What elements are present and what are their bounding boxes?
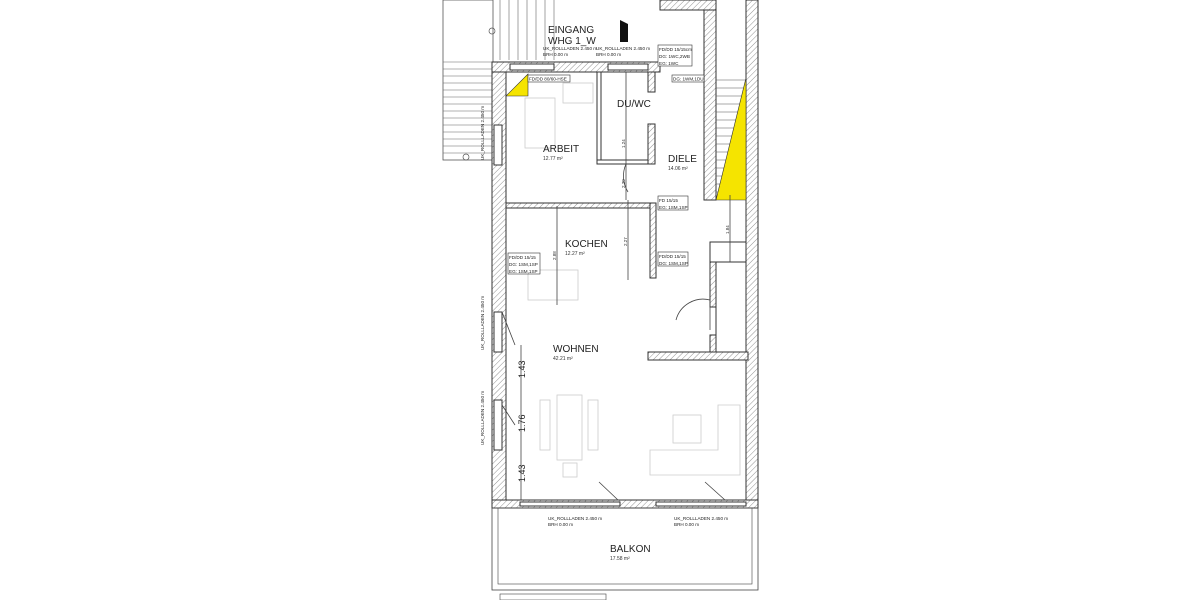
- dim-wc: 1.24: [621, 139, 626, 148]
- room-area-balkon: 17.58 m²: [610, 556, 630, 562]
- note-kr-1: FD/DD 15/15: [659, 254, 686, 259]
- dim-wohnen-2: 1.76: [517, 414, 527, 432]
- note-wc-1: FD/DD 15/15cm: [659, 47, 692, 52]
- dim-wohnen-1: 1.43: [517, 360, 527, 378]
- rollladen-brh-4: BRH 0.00 m: [674, 522, 699, 527]
- doors: [501, 163, 726, 501]
- rollladen-uk-1: UK_ROLLLADEN 2.450 m: [543, 46, 597, 51]
- rollladen-uk-7: UK_ROLLLADEN 2.450 m: [480, 391, 485, 445]
- furniture: [524, 82, 741, 478]
- room-area-kochen: 12.27 m²: [565, 251, 585, 257]
- rollladen-uk-3: UK_ROLLLADEN 2.450 m: [548, 516, 602, 521]
- dim-kochen-2: 2.27: [623, 237, 628, 246]
- note-kl-2: DG: 1SM,1SP: [509, 262, 538, 267]
- room-area-wohnen: 42.21 m²: [553, 356, 573, 362]
- dim-diele-1: 1.84: [725, 225, 730, 234]
- dim-kochen-1: 2.88: [552, 251, 557, 260]
- room-area-diele: 14.06 m²: [668, 166, 688, 172]
- rollladen-brh-1: BRH 0.00 m: [543, 52, 568, 57]
- exterior-stairs: [442, 0, 555, 161]
- room-label-eingang: EINGANG: [548, 25, 594, 36]
- note-fd1-2: EG: 1SM,1SP: [659, 205, 688, 210]
- dim-wohnen-3: 1.43: [517, 464, 527, 482]
- note-hse: FD/DD 80/60-HSE: [529, 77, 567, 82]
- room-area-arbeit: 12.77 m²: [543, 156, 563, 162]
- entry-marker: [620, 20, 628, 42]
- note-kl-1: FD/DD 15/15: [509, 255, 536, 260]
- interior-stairs: [505, 20, 747, 201]
- rollladen-uk-4: UK_ROLLLADEN 2.450 m: [674, 516, 728, 521]
- rollladen-brh-2: BRH 0.00 m: [596, 52, 621, 57]
- note-wc-2: DG: 1WC,2WB: [659, 54, 690, 59]
- rollladen-uk-6: UK_ROLLLADEN 2.450 m: [480, 296, 485, 350]
- room-label-balkon: BALKON: [610, 544, 651, 555]
- dimension-lines: [520, 72, 731, 500]
- rollladen-uk-5: UK_ROLLLADEN 2.450 m: [480, 106, 485, 160]
- room-label-kochen: KOCHEN: [565, 239, 608, 250]
- room-label-duwc: DU/WC: [617, 99, 651, 110]
- room-label-wohnen: WOHNEN: [553, 344, 599, 355]
- room-label-arbeit: ARBEIT: [543, 144, 579, 155]
- room-label-eingang-2: WHG 1_W: [548, 36, 596, 47]
- note-kr-2: DG: 1SM,1SP: [659, 261, 688, 266]
- dim-door: 2.30: [621, 179, 626, 188]
- note-fd1-1: FD 15/15: [659, 198, 678, 203]
- room-label-diele: DIELE: [668, 154, 697, 165]
- highlight-triangle: [505, 73, 529, 97]
- note-du: DG: 1WM,1DU: [673, 77, 704, 82]
- stair-highlight: [715, 77, 747, 201]
- interior-walls: [505, 71, 749, 361]
- note-wc-3: EG: 1WC: [659, 61, 679, 66]
- rollladen-uk-2: UK_ROLLLADEN 2.450 m: [596, 46, 650, 51]
- balcony: [491, 507, 759, 600]
- rollladen-brh-3: BRH 0.00 m: [548, 522, 573, 527]
- note-kl-3: EG: 1SM,1SP: [509, 269, 538, 274]
